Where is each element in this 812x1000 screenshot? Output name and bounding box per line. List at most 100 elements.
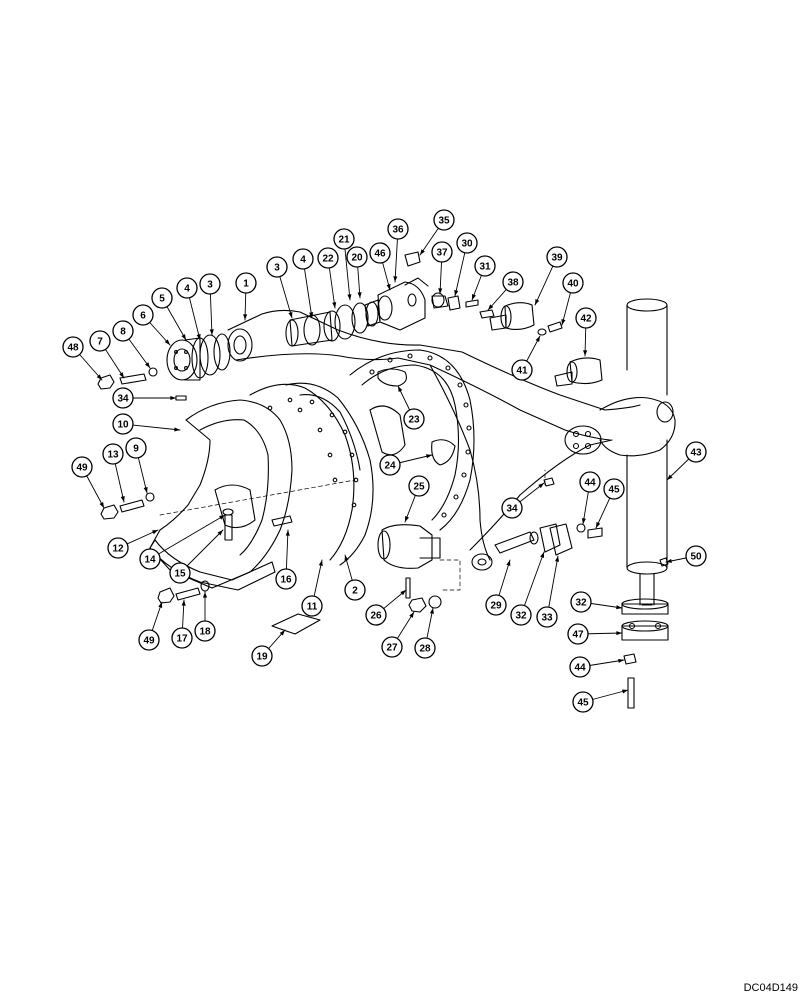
callout-15: 15 — [169, 529, 224, 584]
callout-arrowhead — [538, 483, 544, 489]
callout-number: 46 — [374, 249, 386, 260]
callout-number: 30 — [461, 239, 473, 250]
callout-35: 35 — [419, 209, 455, 256]
callout-3: 3 — [199, 273, 221, 336]
callout-number: 15 — [174, 569, 186, 580]
brake-housing-flange — [349, 349, 475, 531]
callout-arrowhead — [596, 522, 601, 528]
callout-arrowhead — [386, 284, 391, 290]
callout-arrowhead — [454, 290, 459, 296]
callout-16: 16 — [275, 529, 297, 590]
callout-arrowhead — [279, 630, 285, 636]
callout-bubble — [301, 595, 323, 617]
callout-arrowhead — [202, 592, 208, 598]
callout-50: 50 — [665, 545, 707, 567]
callout-arrowhead — [170, 395, 176, 401]
callout-bubble — [456, 232, 478, 254]
callout-bubble — [71, 456, 93, 478]
callout-18: 18 — [194, 591, 216, 642]
callout-bubble — [102, 443, 124, 465]
callout-number: 39 — [551, 253, 563, 264]
callout-arrowhead — [152, 530, 158, 535]
callout-layer: 1233445678910111213141516171819202122232… — [62, 209, 707, 713]
callout-arrowhead — [219, 515, 225, 520]
callout-5: 5 — [151, 287, 187, 341]
reference-lines — [159, 469, 546, 591]
brake-disc-pack — [149, 382, 374, 591]
callout-27: 27 — [381, 611, 415, 658]
callout-number: 37 — [436, 248, 448, 259]
callout-bubble — [266, 256, 288, 278]
callout-bubble — [381, 636, 403, 658]
callout-number: 2 — [352, 586, 358, 597]
callout-number: 9 — [133, 444, 139, 455]
callout-number: 16 — [280, 575, 292, 586]
callout-21: 21 — [333, 228, 355, 301]
callout-arrowhead — [357, 292, 362, 298]
callout-24: 24 — [379, 454, 433, 476]
callout-number: 29 — [490, 601, 502, 612]
callout-12: 12 — [107, 529, 159, 559]
callout-bubble — [501, 497, 523, 519]
callout-28: 28 — [414, 607, 436, 659]
callout-number: 24 — [384, 461, 396, 472]
callout-37: 37 — [431, 241, 453, 295]
callout-bubble — [474, 255, 496, 277]
callout-3: 3 — [266, 256, 293, 319]
callout-7: 7 — [89, 330, 125, 379]
callout-number: 10 — [117, 420, 129, 431]
callout-bubble — [107, 537, 129, 559]
callout-number: 6 — [140, 311, 146, 322]
callout-bubble — [169, 562, 191, 584]
callout-number: 4 — [184, 284, 190, 295]
callout-number: 3 — [274, 263, 280, 274]
callout-number: 36 — [392, 225, 404, 236]
callout-bubble — [369, 242, 391, 264]
callout-45: 45 — [595, 478, 625, 529]
callout-2: 2 — [344, 554, 366, 601]
callout-bubble — [112, 413, 134, 435]
callout-bubble — [575, 307, 597, 329]
callout-arrowhead — [119, 372, 124, 378]
callout-number: 4 — [300, 255, 306, 266]
callout-arrowhead — [347, 294, 352, 300]
callout-arrowhead — [217, 530, 223, 536]
callout-number: 33 — [541, 613, 553, 624]
callout-arrowhead — [405, 516, 409, 522]
callout-bubble — [685, 441, 707, 463]
callout-46: 46 — [369, 242, 391, 291]
callout-number: 21 — [338, 235, 350, 246]
yoke-assembly — [364, 251, 495, 331]
callout-number: 35 — [438, 216, 450, 227]
callout-arrowhead — [181, 334, 186, 340]
callout-26: 26 — [365, 589, 407, 626]
callout-22: 22 — [317, 247, 339, 309]
figure-code: DC04D149 — [743, 982, 798, 994]
callout-8: 8 — [112, 320, 151, 369]
callout-49: 49 — [138, 601, 163, 651]
callout-40: 40 — [561, 272, 584, 326]
callout-arrowhead — [420, 249, 425, 255]
axle-housing — [227, 309, 676, 571]
lower-clamp-parts — [100, 395, 669, 709]
callout-1: 1 — [235, 272, 257, 321]
callout-bubble — [502, 271, 524, 293]
callout-arrowhead — [554, 556, 560, 562]
callout-45: 45 — [572, 689, 629, 713]
callout-bubble — [414, 637, 436, 659]
callout-bubble — [403, 408, 425, 430]
callout-bubble — [387, 218, 409, 240]
left-bearing-stack — [97, 333, 231, 390]
callout-bubble — [138, 629, 160, 651]
callout-number: 45 — [608, 485, 620, 496]
callout-20: 20 — [346, 246, 368, 299]
callout-number: 44 — [584, 478, 596, 489]
callout-bubble — [572, 691, 594, 713]
callout-number: 17 — [176, 634, 188, 645]
callout-6: 6 — [132, 304, 171, 346]
callout-number: 28 — [419, 644, 431, 655]
callout-bubble — [603, 478, 625, 500]
callout-41: 41 — [511, 335, 541, 381]
callout-arrowhead — [288, 312, 293, 318]
